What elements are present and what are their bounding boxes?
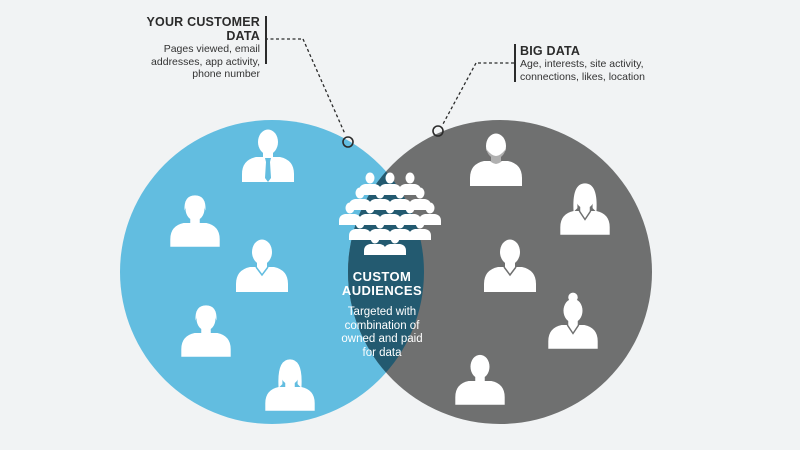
man-icon bbox=[236, 239, 288, 292]
custom-audiences-description: Targeted with combination of owned and p… bbox=[341, 306, 423, 359]
customer-data-divider bbox=[265, 16, 267, 64]
customer-data-title: YOUR CUSTOMER DATA bbox=[146, 15, 260, 43]
bearded-man-icon bbox=[470, 133, 522, 186]
big-data-title: BIG DATA bbox=[520, 44, 581, 58]
custom-audiences-title: CUSTOM AUDIENCES bbox=[341, 269, 423, 298]
woman-bun-icon bbox=[548, 292, 598, 349]
big-data-line-2: connections, likes, location bbox=[520, 70, 645, 83]
man-tie-icon bbox=[242, 129, 294, 182]
customer-data-line-3: phone number bbox=[192, 68, 260, 80]
left-leader-line bbox=[265, 38, 354, 148]
big-data-label: BIG DATA Age, interests, site activity, … bbox=[520, 44, 690, 83]
right-leader-line bbox=[432, 62, 514, 137]
woman-long-hair-icon bbox=[560, 183, 610, 235]
custom-audiences-block: CUSTOM AUDIENCES Targeted with combinati… bbox=[312, 270, 452, 360]
customer-data-line-2: addresses, app activity, bbox=[151, 55, 260, 68]
big-data-divider bbox=[514, 44, 516, 82]
woman-long-hair-icon bbox=[265, 359, 315, 411]
customer-data-line-1: Pages viewed, email bbox=[163, 43, 260, 55]
man-icon bbox=[484, 239, 536, 292]
woman-icon bbox=[170, 195, 220, 247]
woman-icon bbox=[181, 305, 231, 357]
customer-data-label: YOUR CUSTOMER DATA Pages viewed, email a… bbox=[110, 15, 261, 81]
big-data-line-1: Age, interests, site activity, bbox=[520, 58, 644, 70]
